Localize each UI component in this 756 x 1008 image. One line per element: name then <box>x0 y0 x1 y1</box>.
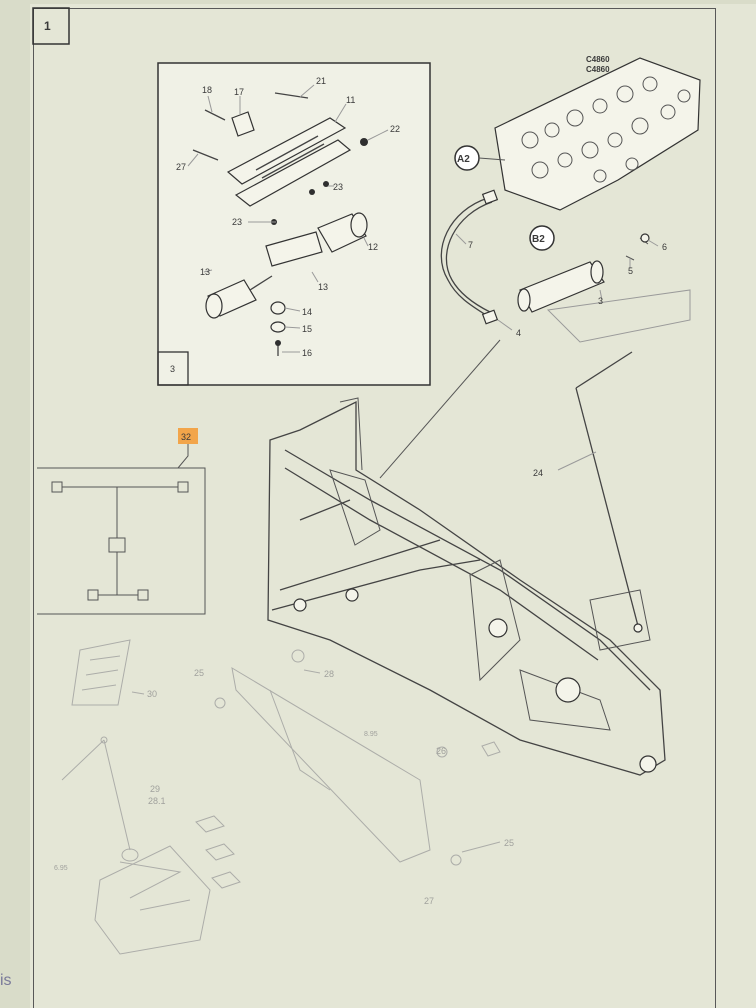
valve-cylinder-part <box>517 260 605 313</box>
ref-tag-32 <box>178 428 198 444</box>
inset-number: 3 <box>170 364 175 374</box>
pad-part <box>71 639 131 706</box>
valve-block-part <box>494 57 701 211</box>
label-15: 15 <box>302 324 312 334</box>
label-18: 18 <box>202 85 212 95</box>
label-11: 11 <box>346 95 355 105</box>
pin-part <box>274 92 309 99</box>
label-29: 29 <box>150 784 160 794</box>
circuit-schematic <box>51 481 189 601</box>
label-25-upper: 25 <box>194 668 204 678</box>
washer-part <box>270 301 286 315</box>
control-rod-part: 24 <box>533 351 643 633</box>
ref-tag-32-label: 32 <box>181 432 191 442</box>
circuit-inset: 32 <box>37 428 206 615</box>
link-part <box>265 231 323 267</box>
sheet-number: 1 <box>44 19 51 33</box>
label-27: 27 <box>176 162 186 172</box>
cylinder-upper-part <box>317 212 368 253</box>
label-28-1: 28.1 <box>148 796 166 806</box>
inset-exploded-actuator: 3 <box>157 62 431 386</box>
lower-parts-group: 30 25 28 29 28.1 6.95 26 8.95 25 27 26 <box>54 639 514 955</box>
cylinder-lower-part <box>205 275 273 319</box>
label-16: 16 <box>302 348 312 358</box>
label-22: 22 <box>390 124 400 134</box>
valve-leader-line <box>379 339 501 479</box>
label-7: 7 <box>468 240 473 250</box>
label-21: 21 <box>316 76 326 86</box>
label-23-lower: 23 <box>232 217 242 227</box>
svg-text:A2: A2 <box>457 154 470 165</box>
label-5: 5 <box>628 266 633 276</box>
code-label-2: C4860 <box>586 65 610 74</box>
svg-text:B2: B2 <box>532 234 545 245</box>
callout-b2: B2 <box>529 225 555 251</box>
label-30: 30 <box>147 689 157 699</box>
callout-a2: A2 <box>454 145 506 171</box>
label-27-lower: 27 <box>424 896 434 906</box>
edge-text: is <box>0 972 12 989</box>
label-12: 12 <box>368 242 378 252</box>
bracket-plate-part <box>234 139 352 207</box>
label-23-upper: 23 <box>333 182 343 192</box>
label-13-right: 13 <box>318 282 328 292</box>
clamp-part <box>231 111 255 137</box>
nut-part <box>360 138 368 146</box>
hose-part <box>440 197 489 316</box>
label-14: 14 <box>302 307 312 317</box>
label-25-lower: 25 <box>504 838 514 848</box>
label-28: 28 <box>324 669 334 679</box>
label-3: 3 <box>598 296 603 306</box>
sheet-number-box: 1 <box>32 7 70 45</box>
base-block-part <box>94 845 211 955</box>
label-13-left: 13 <box>200 267 210 277</box>
guard-plate-part <box>231 667 431 863</box>
main-frame-assembly <box>267 397 666 776</box>
label-24: 24 <box>533 468 543 478</box>
bracket-part <box>226 117 347 185</box>
label-26-mid: 26 <box>436 746 446 756</box>
label-17: 17 <box>234 87 244 97</box>
label-6: 6 <box>662 242 667 252</box>
code-label-1: C4860 <box>586 55 610 64</box>
label-8-95: 8.95 <box>364 731 378 738</box>
label-6-95: 6.95 <box>54 865 68 872</box>
valve-block-assembly: C4860 C4860 A2 B2 <box>440 55 701 343</box>
page-frame <box>33 8 716 1008</box>
label-4-lower: 4 <box>516 328 521 338</box>
